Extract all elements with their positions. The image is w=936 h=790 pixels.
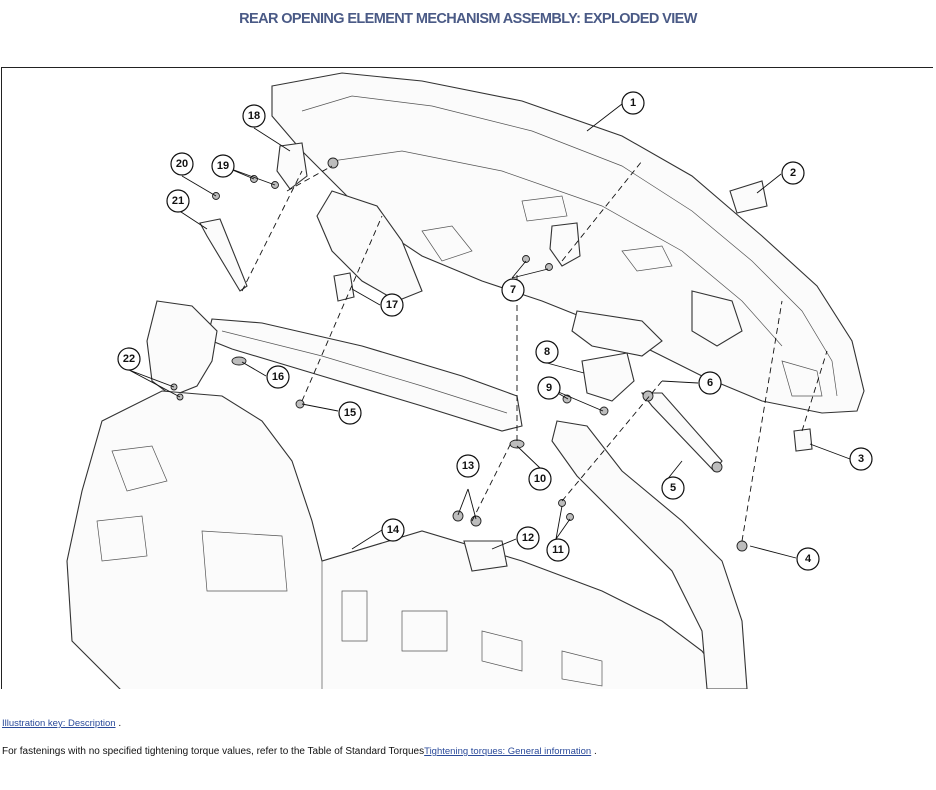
release-switch xyxy=(729,180,768,214)
illustration-key-suffix: . xyxy=(118,718,122,729)
latch-assembly xyxy=(562,352,635,416)
callout-13: 13 xyxy=(456,454,480,478)
svg-text:4: 4 xyxy=(805,553,812,565)
callout-20: 20 xyxy=(170,152,194,176)
buffer xyxy=(736,540,748,552)
callout-2: 2 xyxy=(781,161,805,185)
callout-8: 8 xyxy=(535,340,559,364)
svg-text:6: 6 xyxy=(707,377,713,389)
callout-4: 4 xyxy=(796,547,820,571)
svg-text:16: 16 xyxy=(272,371,284,383)
torque-note-suffix: . xyxy=(593,746,597,757)
assembly-lines xyxy=(241,160,828,542)
page-title: REAR OPENING ELEMENT MECHANISM ASSEMBLY:… xyxy=(239,11,697,27)
callout-12: 12 xyxy=(516,526,540,550)
svg-text:17: 17 xyxy=(386,299,398,311)
svg-text:20: 20 xyxy=(176,158,188,170)
svg-text:11: 11 xyxy=(552,544,564,556)
callout-7: 7 xyxy=(501,278,525,302)
svg-text:22: 22 xyxy=(123,353,135,365)
rubber-stop xyxy=(333,272,355,302)
callout-18: 18 xyxy=(242,104,266,128)
callout-6: 6 xyxy=(698,371,722,395)
callout-11: 11 xyxy=(546,538,570,562)
body-rear-structure xyxy=(66,390,732,689)
callout-16: 16 xyxy=(266,365,290,389)
crossmember xyxy=(206,318,523,432)
right-hinge xyxy=(522,222,581,271)
callout-5: 5 xyxy=(661,476,685,500)
svg-text:2: 2 xyxy=(790,167,796,179)
callout-15: 15 xyxy=(338,401,362,425)
callout-10: 10 xyxy=(528,467,552,491)
gas-strut xyxy=(640,390,723,473)
illustration-key-line: Illustration key: Description . xyxy=(2,718,121,729)
svg-text:10: 10 xyxy=(534,473,546,485)
callout-22: 22 xyxy=(117,347,141,371)
pin-11b xyxy=(566,513,574,521)
svg-text:13: 13 xyxy=(462,460,474,472)
callout-1: 1 xyxy=(621,91,645,115)
svg-text:8: 8 xyxy=(544,346,550,358)
exploded-view-diagram: 1 2 3 4 5 6 7 8 9 10 11 12 13 14 15 16 1… xyxy=(1,67,933,689)
callout-17: 17 xyxy=(380,293,404,317)
callout-9: 9 xyxy=(537,376,561,400)
svg-text:21: 21 xyxy=(172,195,184,207)
illustration-key-link[interactable]: Illustration key: Description xyxy=(2,718,116,729)
svg-text:1: 1 xyxy=(630,97,636,109)
svg-text:3: 3 xyxy=(858,453,864,465)
svg-text:9: 9 xyxy=(546,382,552,394)
callout-21: 21 xyxy=(166,189,190,213)
washer-10 xyxy=(509,439,525,449)
callout-3: 3 xyxy=(849,447,873,471)
bump-stop xyxy=(793,428,813,452)
washer-16 xyxy=(231,356,247,366)
svg-text:12: 12 xyxy=(522,532,534,544)
svg-text:15: 15 xyxy=(344,407,356,419)
torque-note-text: For fastenings with no specified tighten… xyxy=(2,746,425,757)
tightening-torques-link[interactable]: Tightening torques: General information xyxy=(424,746,592,757)
callout-19: 19 xyxy=(211,154,235,178)
callout-14: 14 xyxy=(381,518,405,542)
torque-note: For fastenings with no specified tighten… xyxy=(2,746,597,757)
svg-text:14: 14 xyxy=(387,524,400,536)
svg-text:19: 19 xyxy=(217,160,229,172)
striker xyxy=(452,510,508,572)
right-pillar xyxy=(551,420,748,689)
svg-text:18: 18 xyxy=(248,110,260,122)
svg-text:7: 7 xyxy=(510,284,516,296)
svg-text:5: 5 xyxy=(670,482,676,494)
